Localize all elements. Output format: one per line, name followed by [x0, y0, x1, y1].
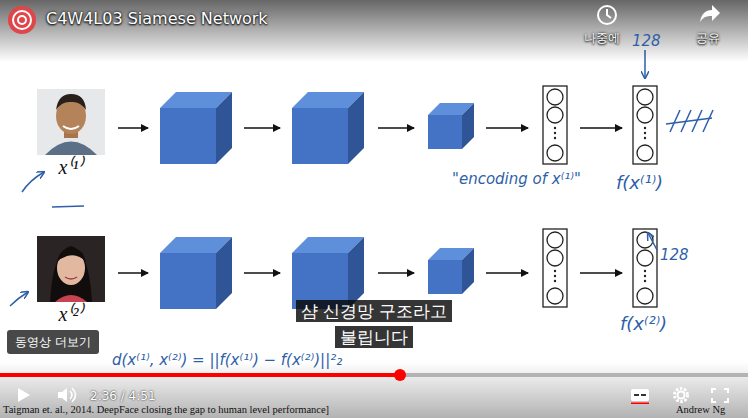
progress-bar [0, 369, 748, 381]
input-label: x⁽¹⁾ [59, 157, 84, 177]
fc-vector [543, 86, 567, 164]
conv-layer-cube [292, 237, 364, 309]
input-image: x⁽²⁾ [37, 236, 105, 325]
ellipsis-dots [554, 270, 646, 282]
conv-layer-cube [160, 237, 232, 309]
subtitle-text: 샴 신경망 구조라고 불립니다 [296, 300, 453, 348]
conv-layer-cube [292, 92, 364, 164]
volume-icon [58, 388, 76, 402]
input-label: x⁽²⁾ [59, 304, 84, 324]
conv-layer-cube [428, 103, 474, 149]
more-videos-button: 동영상 더보기 [7, 330, 99, 354]
conv-layer-cube [428, 248, 474, 294]
fc-vector [543, 229, 567, 307]
watch-later-icon [598, 6, 616, 24]
handwritten-arrow [10, 50, 657, 306]
share-icon [700, 5, 720, 22]
citation: Taigman et. al., 2014. DeepFace closing … [3, 404, 329, 416]
settings-icon [675, 389, 688, 402]
fullscreen-icon [712, 389, 728, 402]
video-title: C4W4L03 Siamese Network [46, 9, 268, 29]
conv-layer-cube [160, 92, 232, 164]
share-label: 공유 [696, 31, 720, 45]
face-photo [37, 236, 105, 302]
encoding-label: f(x⁽²⁾) [620, 313, 667, 334]
author-credit: Andrew Ng [676, 404, 725, 416]
subtitles-icon [631, 389, 649, 404]
fc-vector [633, 229, 657, 307]
distance-formula: d(x⁽¹⁾, x⁽²⁾) = ||f(x⁽¹⁾) − f(x⁽²⁾)||²₂ [112, 351, 342, 369]
input-image: x⁽¹⁾ [37, 89, 105, 178]
handwritten-mark [52, 110, 713, 207]
bottom-gradient [0, 362, 748, 418]
encoding-label: f(x⁽¹⁾) [616, 172, 663, 193]
flow-arrow [118, 128, 622, 273]
channel-logo [8, 6, 36, 34]
dimension-note: 128 [632, 32, 661, 50]
subtitle-box: 샴 신경망 구조라고 불립니다 [288, 298, 460, 350]
dimension-note: 128 [660, 246, 689, 264]
time-display: 2:36 / 4:51 [90, 389, 156, 403]
face-photo [37, 89, 105, 155]
watch-later-label: 나중에 [584, 31, 620, 45]
fc-vector [633, 86, 657, 164]
play-icon [18, 388, 30, 402]
handwritten-note: "encoding of x⁽¹⁾" [452, 170, 581, 188]
ellipsis-dots [554, 127, 646, 139]
top-gradient [0, 0, 748, 62]
